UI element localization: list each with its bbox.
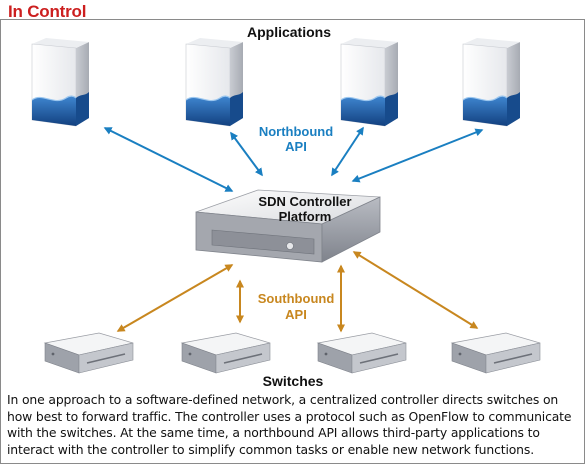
applications-label: Applications xyxy=(247,24,331,40)
sdn-controller xyxy=(195,189,381,263)
network-switch-3 xyxy=(317,332,407,374)
application-box-2 xyxy=(185,37,244,127)
northbound-arrow-1 xyxy=(103,127,234,192)
network-switch-1 xyxy=(44,332,134,374)
southbound-arrows xyxy=(116,251,479,333)
controller-label-line1: SDN Controller xyxy=(258,194,351,209)
northbound-label-line1: Northbound xyxy=(259,124,333,139)
southbound-arrow-4 xyxy=(352,251,479,329)
northbound-arrow-3 xyxy=(331,126,364,177)
network-switch-icon xyxy=(451,332,541,374)
southbound-label-line1: Southbound xyxy=(258,291,335,306)
application-box-icon xyxy=(185,37,244,127)
northbound-label-line2: API xyxy=(285,139,307,154)
application-box-4 xyxy=(462,37,521,127)
southbound-arrow-1 xyxy=(116,264,234,332)
northbound-arrow-4 xyxy=(351,128,484,183)
network-switch-icon xyxy=(317,332,407,374)
network-switch-2 xyxy=(181,332,271,374)
northbound-arrows xyxy=(103,126,484,192)
network-switch-4 xyxy=(451,332,541,374)
figure-title: In Control xyxy=(8,2,87,21)
application-box-icon xyxy=(340,37,399,127)
network-switch-icon xyxy=(181,332,271,374)
sdn-diagram: Applications Northbound API SDN Controll… xyxy=(31,24,541,389)
network-switch-icon xyxy=(44,332,134,374)
controller-label-line2: Platform xyxy=(279,209,332,224)
application-box-icon xyxy=(462,37,521,127)
application-box-icon xyxy=(31,37,90,127)
switches-label: Switches xyxy=(263,373,324,389)
figure-caption: In one approach to a software-defined ne… xyxy=(7,392,572,457)
application-box-1 xyxy=(31,37,90,127)
power-button-icon xyxy=(286,242,294,250)
application-box-3 xyxy=(340,37,399,127)
southbound-label-line2: API xyxy=(285,307,307,322)
northbound-arrow-2 xyxy=(230,131,263,177)
